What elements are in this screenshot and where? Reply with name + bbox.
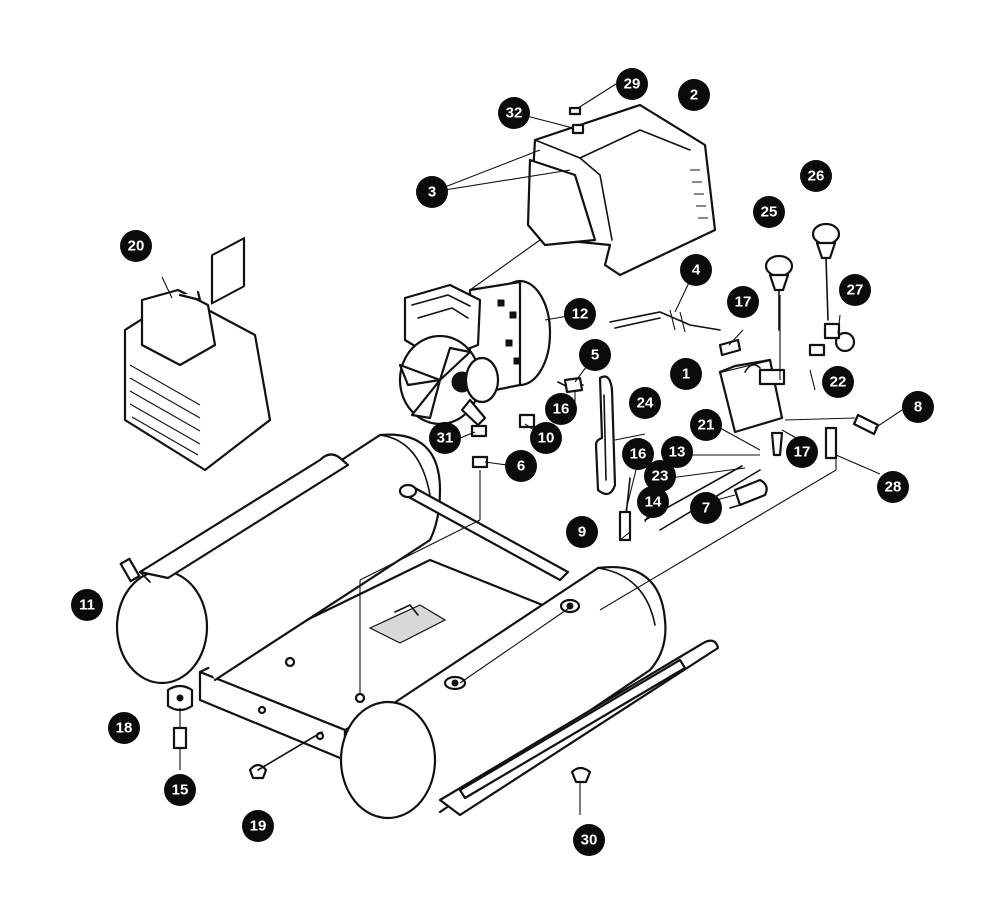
callout-31: 31 bbox=[429, 422, 461, 454]
callout-26: 26 bbox=[800, 160, 832, 192]
svg-text:19: 19 bbox=[250, 818, 267, 835]
svg-text:10: 10 bbox=[538, 430, 555, 447]
svg-text:14: 14 bbox=[645, 494, 662, 511]
svg-text:5: 5 bbox=[591, 347, 599, 364]
callout-32: 32 bbox=[498, 97, 530, 129]
svg-text:3: 3 bbox=[428, 184, 436, 201]
svg-text:8: 8 bbox=[914, 399, 922, 416]
svg-text:32: 32 bbox=[506, 105, 523, 122]
svg-text:18: 18 bbox=[116, 720, 133, 737]
svg-text:31: 31 bbox=[437, 430, 454, 447]
callout-16a: 16 bbox=[545, 393, 577, 425]
svg-text:6: 6 bbox=[517, 458, 525, 475]
svg-text:24: 24 bbox=[637, 395, 654, 412]
callout-29: 29 bbox=[616, 68, 648, 100]
svg-text:1: 1 bbox=[682, 366, 690, 383]
callout-6: 6 bbox=[505, 450, 537, 482]
svg-text:28: 28 bbox=[885, 479, 902, 496]
callout-5: 5 bbox=[579, 339, 611, 371]
tank-left bbox=[115, 433, 442, 685]
callout-18: 18 bbox=[108, 712, 140, 744]
callout-9: 9 bbox=[566, 516, 598, 548]
callout-22: 22 bbox=[822, 366, 854, 398]
gauges-and-valves bbox=[718, 222, 880, 460]
svg-text:25: 25 bbox=[761, 204, 778, 221]
shroud bbox=[123, 237, 272, 472]
callout-14: 14 bbox=[637, 486, 669, 518]
callout-28: 28 bbox=[877, 471, 909, 503]
callout-10: 10 bbox=[530, 422, 562, 454]
svg-text:13: 13 bbox=[669, 444, 686, 461]
callout-24: 24 bbox=[629, 387, 661, 419]
callout-25: 25 bbox=[753, 196, 785, 228]
handle-rails bbox=[138, 453, 720, 817]
svg-text:11: 11 bbox=[79, 597, 95, 614]
callout-15: 15 bbox=[164, 774, 196, 806]
svg-text:12: 12 bbox=[572, 306, 589, 323]
callout-8: 8 bbox=[902, 391, 934, 423]
callout-27: 27 bbox=[839, 274, 871, 306]
svg-text:23: 23 bbox=[652, 468, 669, 485]
callout-19: 19 bbox=[242, 810, 274, 842]
svg-text:17: 17 bbox=[794, 444, 811, 461]
svg-text:9: 9 bbox=[578, 524, 586, 541]
svg-text:26: 26 bbox=[808, 168, 825, 185]
callouts: 29 2 32 3 26 25 20 4 27 17 12 5 1 22 8 1… bbox=[71, 68, 934, 856]
callout-16b: 16 bbox=[622, 438, 654, 470]
svg-text:2: 2 bbox=[690, 87, 698, 104]
callout-20: 20 bbox=[120, 230, 152, 262]
svg-text:30: 30 bbox=[581, 832, 598, 849]
callout-23: 23 bbox=[644, 460, 676, 492]
tubing bbox=[557, 309, 768, 542]
svg-text:15: 15 bbox=[172, 782, 189, 799]
leader-lines bbox=[161, 83, 906, 815]
svg-text:22: 22 bbox=[830, 374, 847, 391]
svg-text:20: 20 bbox=[128, 238, 145, 255]
tank-right bbox=[339, 566, 667, 820]
hardware bbox=[166, 413, 592, 784]
callout-17a: 17 bbox=[727, 286, 759, 318]
svg-text:21: 21 bbox=[698, 417, 715, 434]
svg-text:17: 17 bbox=[735, 294, 752, 311]
callout-30: 30 bbox=[573, 824, 605, 856]
svg-text:16: 16 bbox=[553, 401, 570, 418]
svg-text:4: 4 bbox=[692, 262, 701, 279]
pressure-switch bbox=[718, 358, 786, 434]
callout-17b: 17 bbox=[786, 436, 818, 468]
svg-text:7: 7 bbox=[702, 500, 710, 517]
motor-pump-assembly bbox=[398, 279, 552, 427]
svg-text:16: 16 bbox=[630, 446, 647, 463]
belt-cover bbox=[526, 103, 717, 277]
callout-7: 7 bbox=[690, 492, 722, 524]
callout-1: 1 bbox=[670, 358, 702, 390]
callout-3: 3 bbox=[416, 176, 448, 208]
svg-text:29: 29 bbox=[624, 76, 641, 93]
callout-2: 2 bbox=[678, 79, 710, 111]
callout-11: 11 bbox=[71, 589, 103, 621]
svg-text:27: 27 bbox=[847, 282, 864, 299]
callout-12: 12 bbox=[564, 298, 596, 330]
callout-13: 13 bbox=[661, 436, 693, 468]
callout-21: 21 bbox=[690, 409, 722, 441]
callout-4: 4 bbox=[680, 254, 712, 286]
